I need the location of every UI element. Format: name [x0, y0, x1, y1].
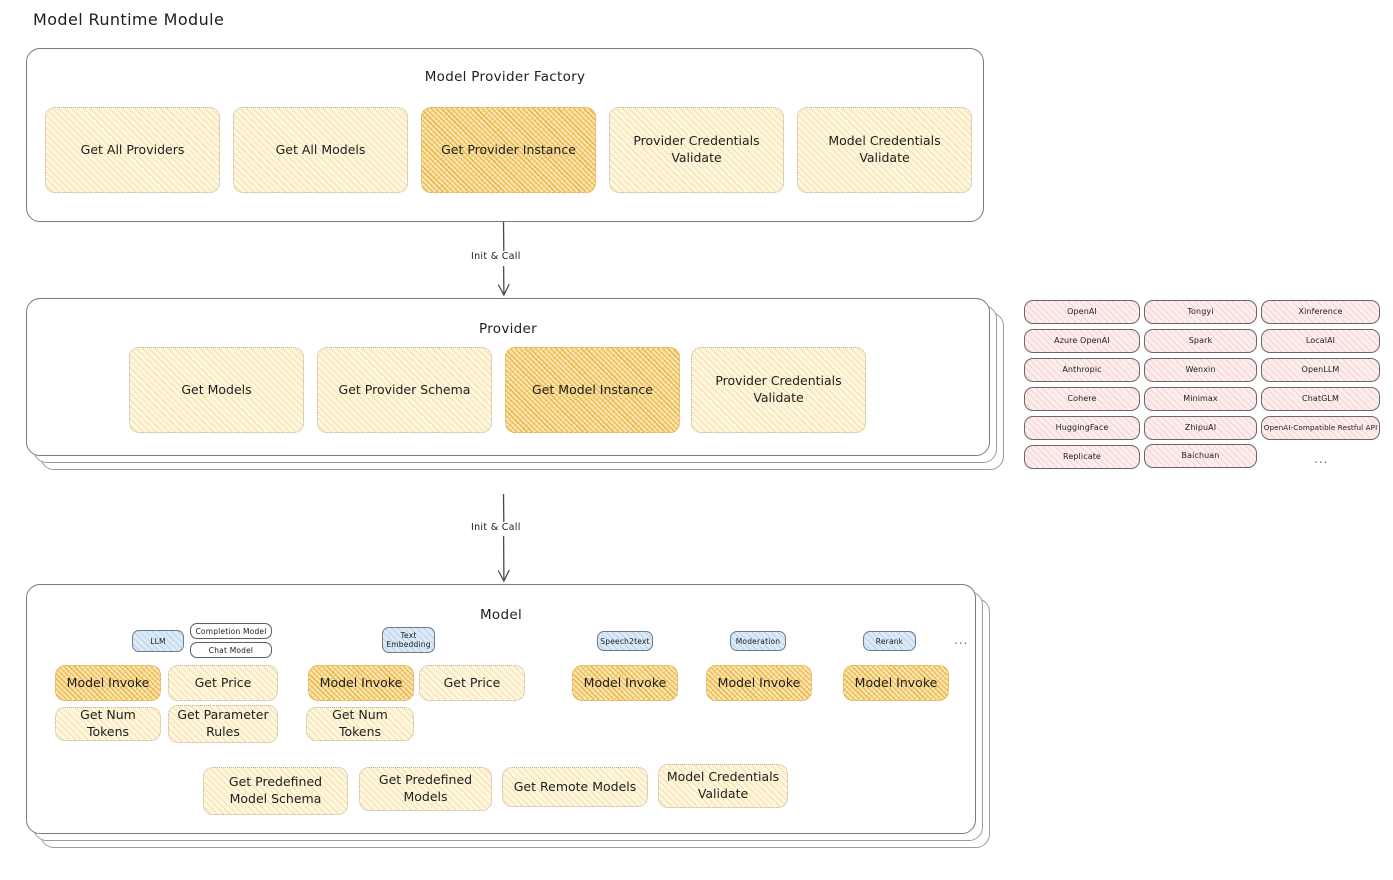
- model-card-llm-get-price[interactable]: Get Price: [168, 665, 278, 701]
- provider-card-get-model-instance[interactable]: Get Model Instance: [505, 347, 680, 433]
- provider-chip-cohere[interactable]: Cohere: [1024, 387, 1140, 411]
- model-panel: Model LLM Completion Model Chat Model Mo…: [26, 584, 976, 834]
- provider-list: OpenAI Azure OpenAI Anthropic Cohere Hug…: [1024, 300, 1380, 475]
- model-types-more: ...: [954, 633, 969, 647]
- model-provider-factory-title: Model Provider Factory: [424, 69, 586, 85]
- model-card-rerank-model-invoke[interactable]: Model Invoke: [843, 665, 949, 701]
- provider-card-provider-credentials-validate[interactable]: Provider Credentials Validate: [691, 347, 866, 433]
- provider-card-get-provider-schema[interactable]: Get Provider Schema: [317, 347, 492, 433]
- model-type-badge-rerank[interactable]: Rerank: [863, 631, 916, 651]
- model-title: Model: [479, 607, 523, 623]
- factory-card-get-all-providers[interactable]: Get All Providers: [45, 107, 220, 193]
- model-card-llm-get-num-tokens[interactable]: Get Num Tokens: [55, 707, 161, 741]
- provider-chip-localai[interactable]: LocalAI: [1261, 329, 1380, 353]
- provider-chip-zhipuai[interactable]: ZhipuAI: [1144, 416, 1257, 440]
- model-card-moderation-model-invoke[interactable]: Model Invoke: [706, 665, 812, 701]
- arrow-factory-to-provider: Init & Call: [468, 221, 540, 298]
- factory-card-get-provider-instance[interactable]: Get Provider Instance: [421, 107, 596, 193]
- arrow-line-icon: [497, 221, 510, 297]
- provider-chip-chatglm[interactable]: ChatGLM: [1261, 387, 1380, 411]
- model-type-badge-text-embedding[interactable]: Text Embedding: [382, 627, 435, 653]
- factory-card-model-credentials-validate[interactable]: Model Credentials Validate: [797, 107, 972, 193]
- model-card-model-credentials-validate[interactable]: Model Credentials Validate: [658, 764, 788, 808]
- arrow-label-init-and-call-top: Init & Call: [468, 251, 524, 262]
- model-card-text-embedding-model-invoke[interactable]: Model Invoke: [308, 665, 414, 701]
- model-subtype-badge-completion-model[interactable]: Completion Model: [190, 623, 272, 639]
- arrow-provider-to-model: Init & Call: [468, 493, 540, 584]
- provider-chip-wenxin[interactable]: Wenxin: [1144, 358, 1257, 382]
- provider-chip-openai-compatible-restful-api[interactable]: OpenAI-Compatible Restful API: [1261, 416, 1380, 440]
- factory-card-provider-credentials-validate[interactable]: Provider Credentials Validate: [609, 107, 784, 193]
- provider-chip-azure-openai[interactable]: Azure OpenAI: [1024, 329, 1140, 353]
- factory-card-get-all-models[interactable]: Get All Models: [233, 107, 408, 193]
- provider-chip-baichuan[interactable]: Baichuan: [1144, 444, 1257, 468]
- model-subtype-badge-chat-model[interactable]: Chat Model: [190, 642, 272, 658]
- provider-panel: Provider Get Models Get Provider Schema …: [26, 298, 990, 456]
- provider-chip-minimax[interactable]: Minimax: [1144, 387, 1257, 411]
- model-card-get-predefined-models[interactable]: Get Predefined Models: [359, 767, 492, 811]
- model-card-text-embedding-get-price[interactable]: Get Price: [419, 665, 525, 701]
- provider-chip-openllm[interactable]: OpenLLM: [1261, 358, 1380, 382]
- model-type-badge-llm[interactable]: LLM: [132, 630, 184, 652]
- provider-chip-huggingface[interactable]: HuggingFace: [1024, 416, 1140, 440]
- model-card-speech2text-model-invoke[interactable]: Model Invoke: [572, 665, 678, 701]
- model-card-llm-model-invoke[interactable]: Model Invoke: [55, 665, 161, 701]
- arrow-line-icon: [497, 493, 510, 583]
- provider-chip-tongyi[interactable]: Tongyi: [1144, 300, 1257, 324]
- model-card-text-embedding-get-num-tokens[interactable]: Get Num Tokens: [306, 707, 414, 741]
- page-title: Model Runtime Module: [33, 10, 225, 29]
- arrow-label-init-and-call-bottom: Init & Call: [468, 522, 524, 533]
- provider-chip-replicate[interactable]: Replicate: [1024, 445, 1140, 469]
- model-card-get-remote-models[interactable]: Get Remote Models: [502, 767, 648, 807]
- model-provider-factory-panel: Model Provider Factory Get All Providers…: [26, 48, 984, 222]
- model-card-get-predefined-model-schema[interactable]: Get Predefined Model Schema: [203, 767, 348, 815]
- provider-list-more: ...: [1314, 452, 1329, 466]
- provider-chip-anthropic[interactable]: Anthropic: [1024, 358, 1140, 382]
- provider-card-get-models[interactable]: Get Models: [129, 347, 304, 433]
- provider-chip-spark[interactable]: Spark: [1144, 329, 1257, 353]
- provider-chip-xinference[interactable]: Xinference: [1261, 300, 1380, 324]
- provider-chip-openai[interactable]: OpenAI: [1024, 300, 1140, 324]
- model-type-badge-moderation[interactable]: Moderation: [730, 631, 786, 651]
- model-card-llm-get-parameter-rules[interactable]: Get Parameter Rules: [168, 705, 278, 743]
- model-type-badge-speech2text[interactable]: Speech2text: [597, 631, 653, 651]
- provider-title: Provider: [479, 321, 537, 337]
